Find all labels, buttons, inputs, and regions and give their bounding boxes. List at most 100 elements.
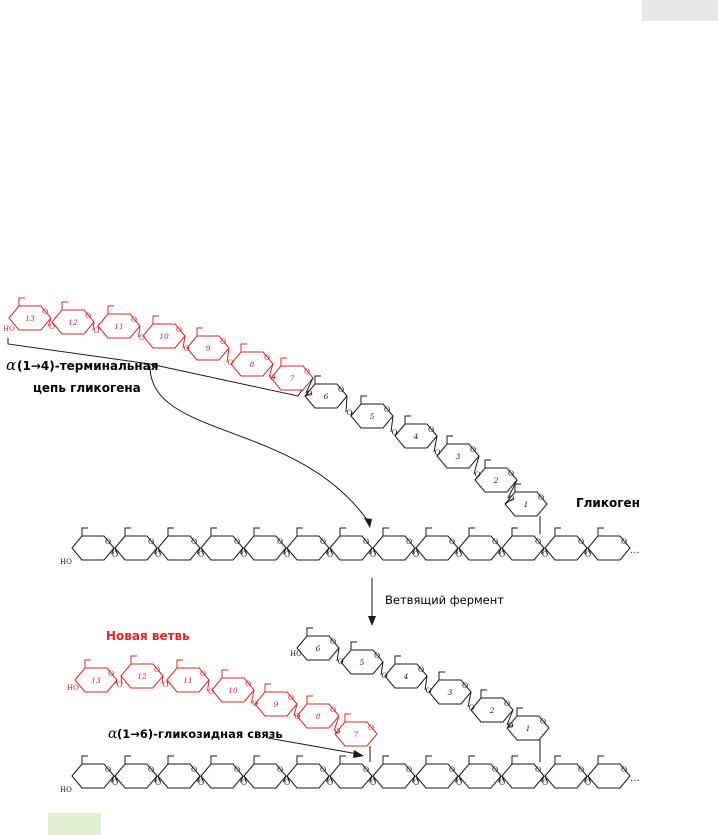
ring-oxygen: O [363, 537, 369, 546]
ring-oxygen: O [85, 311, 91, 320]
link-oxygen: O [228, 358, 234, 367]
link-oxygen: O [542, 778, 548, 787]
ring-substituent [382, 527, 389, 536]
ring-substituent [196, 327, 203, 336]
ring-oxygen: O [538, 493, 544, 502]
main-chain-1-ring-7: O [329, 527, 373, 561]
ring-oxygen: O [621, 765, 627, 774]
main-chain-2-ring-12: O [544, 755, 588, 789]
ring-substituent [264, 683, 271, 692]
new-branch-ring-4: O10 [211, 669, 255, 703]
top-chain-ring-3: O11 [97, 305, 141, 339]
glycosidic-link [115, 675, 123, 685]
ring-oxygen: O [535, 537, 541, 546]
ring-substituent [597, 527, 604, 536]
new-branch-ring-6: O8 [296, 695, 340, 729]
ring-oxygen: O [428, 425, 434, 434]
ring-substituent [176, 659, 183, 668]
ring-substituent [350, 641, 357, 650]
ring-substituent [344, 713, 351, 722]
ring-oxygen: O [504, 699, 510, 708]
ring-oxygen: O [148, 765, 154, 774]
link-oxygen: O [241, 550, 247, 559]
ring-number: 1 [526, 724, 531, 733]
link-oxygen: O [347, 408, 353, 417]
link-oxygen: O [509, 494, 515, 503]
ring-oxygen: O [234, 765, 240, 774]
ring-oxygen: O [363, 765, 369, 774]
ring-substituent [382, 755, 389, 764]
ring-substituent [514, 483, 521, 492]
link-oxygen: O [284, 550, 290, 559]
ring-oxygen: O [535, 765, 541, 774]
ring-substituent [554, 755, 561, 764]
ring-substituent [339, 755, 346, 764]
ring-number: 9 [274, 700, 279, 709]
ring-oxygen: O [384, 405, 390, 414]
main-chain-1-ring-1: O [71, 527, 115, 561]
ring-oxygen: O [492, 765, 498, 774]
chain-ellipsis-2: ··· [630, 776, 640, 787]
ring-oxygen: O [42, 307, 48, 316]
ring-number: 10 [159, 332, 169, 341]
top-chain-ring-1: O 13 [8, 297, 52, 331]
ring-oxygen: O [277, 537, 283, 546]
ring-number: 5 [360, 658, 365, 667]
main-chain-2-ring-6: O [286, 755, 330, 789]
top-chain-ring-4: O 10 [142, 315, 186, 349]
ring-oxygen: O [220, 337, 226, 346]
ring-oxygen: O [406, 537, 412, 546]
ring-substituent [554, 527, 561, 536]
link-oxygen: O [435, 448, 441, 457]
link-oxygen: O [327, 550, 333, 559]
ring-oxygen: O [621, 537, 627, 546]
ring-number: 8 [316, 712, 321, 721]
top-chain-ring-5: O9 [186, 327, 230, 361]
main-chain-1-ring-5: O [243, 527, 287, 561]
ring-oxygen: O [374, 651, 380, 660]
ring-oxygen: O [492, 537, 498, 546]
ring-number: 13 [91, 676, 101, 685]
old-branch-ring-6: O1 [506, 707, 550, 741]
glycosidic-link [304, 377, 314, 397]
ring-number: 13 [25, 314, 35, 323]
ring-oxygen: O [320, 537, 326, 546]
bond-pointer-arrow [267, 737, 359, 755]
link-oxygen: O [456, 778, 462, 787]
new-branch-ring-2: O12 [120, 655, 164, 689]
ring-oxygen: O [154, 665, 160, 674]
ho-new-branch: HO [67, 684, 79, 692]
ring-substituent [468, 755, 475, 764]
top-chain-ring-13: O1 [504, 483, 548, 517]
corner-green-tab [48, 813, 101, 835]
ring-oxygen: O [288, 693, 294, 702]
ring-oxygen: O [148, 537, 154, 546]
main-chain-1-ring-13: O [587, 527, 631, 561]
main-chain-2-ring-7: O [329, 755, 373, 789]
ring-substituent [221, 669, 228, 678]
ring-substituent [480, 689, 487, 698]
new-branch-label: Новая ветвь [106, 629, 190, 643]
link-oxygen: O [139, 333, 145, 342]
enzyme-arrowhead [368, 616, 376, 626]
link-oxygen: O [382, 671, 388, 680]
link-oxygen: O [585, 550, 591, 559]
top-chain-ring-9: O5 [350, 395, 394, 429]
ring-oxygen: O [245, 679, 251, 688]
ring-substituent [61, 301, 68, 310]
ring-number: 2 [489, 706, 495, 715]
ring-substituent [280, 357, 287, 366]
link-oxygen: O [469, 703, 475, 712]
main-chain-2-ring-2: O [114, 755, 158, 789]
ring-oxygen: O [330, 637, 336, 646]
main-chain-2-ring-5: O [243, 755, 287, 789]
ring-substituent [124, 527, 131, 536]
main-chain-2-ring-4: O [200, 755, 244, 789]
ring-substituent [339, 527, 346, 536]
ring-oxygen: O [578, 537, 584, 546]
link-oxygen: O [208, 687, 214, 696]
link-oxygen: O [508, 721, 514, 730]
link-oxygen: O [112, 550, 118, 559]
